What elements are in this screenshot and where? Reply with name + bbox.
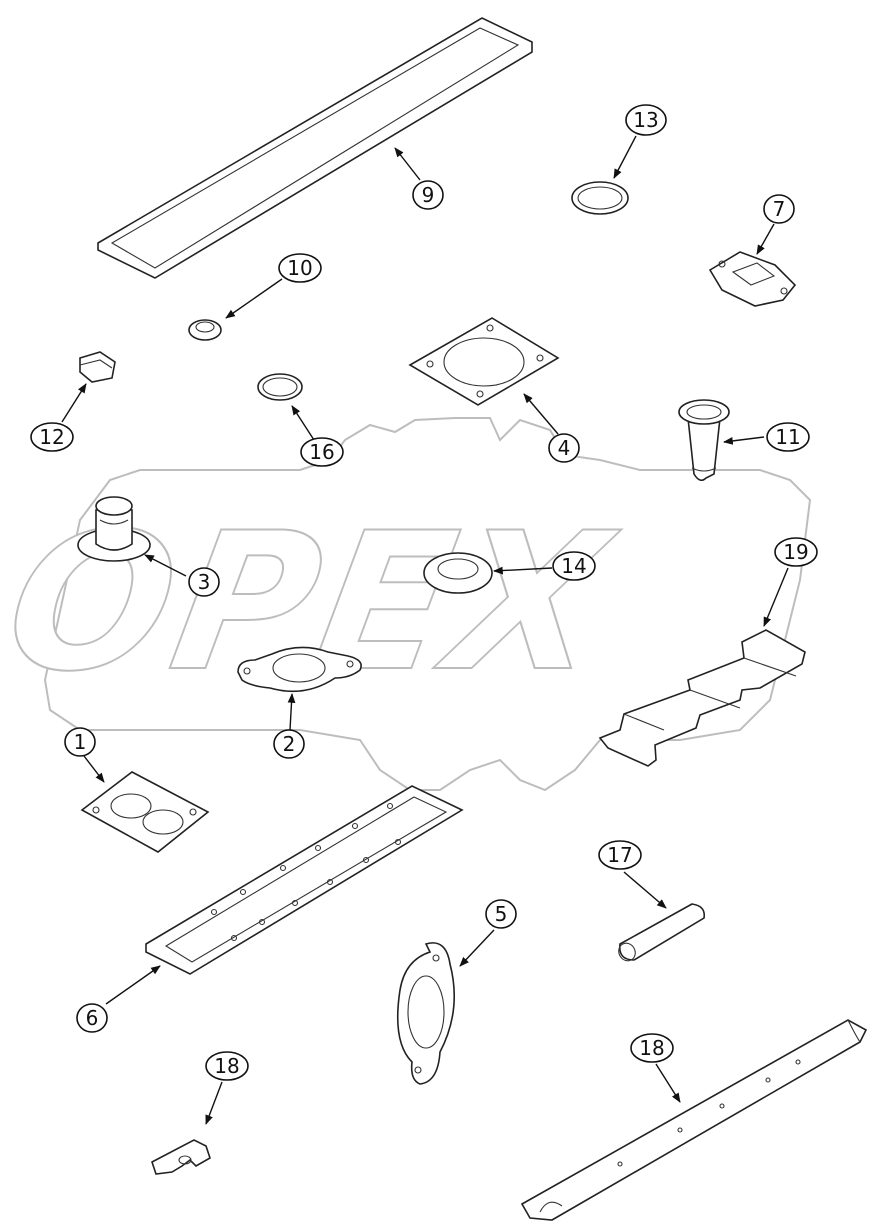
callout-2: 2 <box>273 729 305 759</box>
callout-11-label: 11 <box>775 425 800 449</box>
part-19-shim-plate <box>598 629 806 767</box>
callout-5-label: 5 <box>495 902 508 926</box>
part-11-tube <box>678 399 730 482</box>
callout-15-label: 16 <box>309 440 334 464</box>
callout-13-label: 13 <box>633 108 658 132</box>
callout-1: 1 <box>64 727 96 757</box>
callout-10-label: 10 <box>287 256 312 280</box>
callout-9-label: 9 <box>422 183 435 207</box>
callout-3: 3 <box>188 567 220 597</box>
part-10-washer <box>188 319 222 341</box>
callout-19: 19 <box>774 537 818 567</box>
part-17-strip <box>520 1019 868 1221</box>
part-4-square-gasket <box>408 317 560 406</box>
part-14-washer <box>423 552 493 594</box>
part-16-pin <box>618 903 706 962</box>
callout-16: 17 <box>598 840 642 870</box>
part-6-long-gasket <box>145 785 464 975</box>
callout-15: 16 <box>300 437 344 467</box>
callout-11: 11 <box>766 422 810 452</box>
callout-14-label: 14 <box>561 554 586 578</box>
callout-17: 18 <box>630 1033 674 1063</box>
callout-7: 7 <box>763 194 795 224</box>
part-3-plug <box>77 496 151 562</box>
watermark-logo: OPEX <box>0 417 812 792</box>
callout-3-label: 3 <box>198 570 211 594</box>
callout-17-label: 18 <box>639 1036 664 1060</box>
callout-9: 9 <box>412 180 444 210</box>
part-7-flange-gasket <box>708 251 797 307</box>
part-5-flange-gasket <box>396 942 455 1085</box>
callout-12-label: 12 <box>39 425 64 449</box>
callout-7-label: 7 <box>773 197 786 221</box>
part-15-o-ring <box>257 373 303 401</box>
callout-10: 10 <box>278 253 322 283</box>
part-13-o-ring <box>571 181 629 215</box>
callout-2-label: 2 <box>283 732 296 756</box>
callout-1-label: 1 <box>74 730 87 754</box>
leader-lines <box>61 135 789 1125</box>
callout-14: 14 <box>552 551 596 581</box>
callout-4: 4 <box>548 433 580 463</box>
callout-6: 6 <box>76 1003 108 1033</box>
callout-18: 18 <box>205 1051 249 1081</box>
watermark-gear <box>43 417 812 792</box>
callout-13: 13 <box>625 104 667 136</box>
callout-5: 5 <box>485 899 517 929</box>
callout-6-label: 6 <box>86 1006 99 1030</box>
callout-19-label: 19 <box>783 540 808 564</box>
part-9-gasket-frame <box>97 17 533 279</box>
callout-18-label: 18 <box>214 1054 239 1078</box>
callout-12: 12 <box>30 422 74 452</box>
callout-16-label: 17 <box>607 843 632 867</box>
part-18-bracket <box>151 1139 211 1175</box>
callout-4-label: 4 <box>558 436 571 460</box>
part-1-two-hole-gasket <box>80 771 210 853</box>
part-12-block <box>79 351 116 383</box>
part-2-oval-gasket <box>237 646 362 693</box>
